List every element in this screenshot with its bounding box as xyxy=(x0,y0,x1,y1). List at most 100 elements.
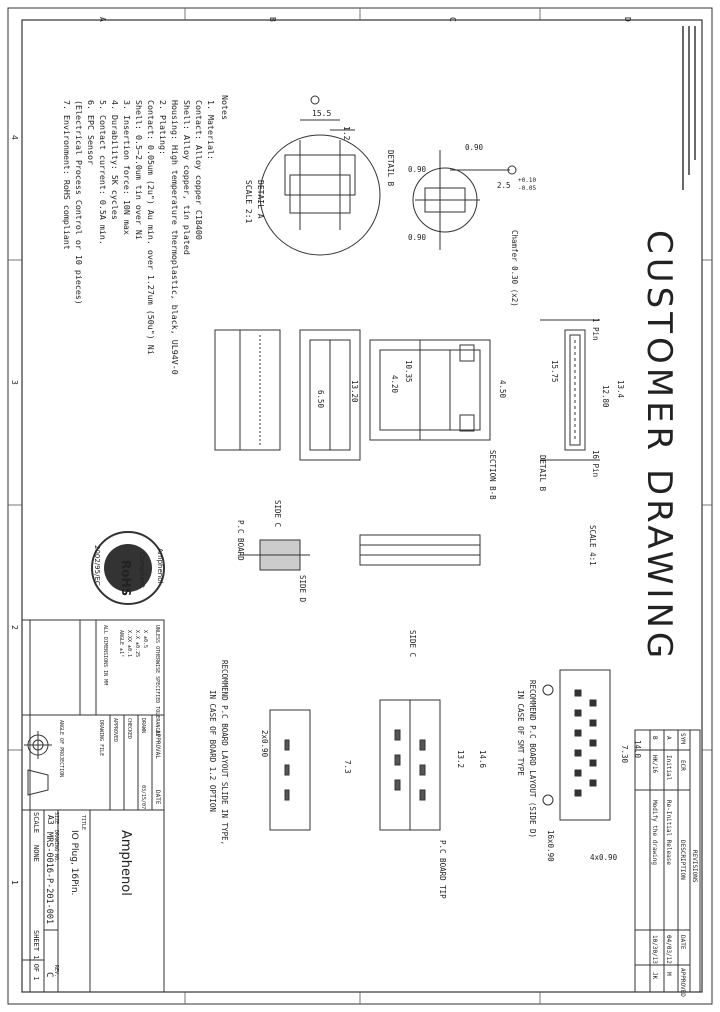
size-value: A3 xyxy=(46,815,55,825)
notes-heading: Notes xyxy=(220,95,230,120)
dim-14-0: 14.0 xyxy=(633,740,642,759)
pcb-board-label: P.C BOARD xyxy=(236,520,245,561)
detail-b-callout: DETAIL B xyxy=(538,455,547,492)
revisions-table xyxy=(634,729,701,993)
note-line-3: Shell: Alloy copper, tin plated xyxy=(182,100,192,255)
dim-2x0-90: 2x0.90 xyxy=(260,730,269,758)
rev-row1-sym: A xyxy=(665,736,672,740)
dim-15-75: 15.75 xyxy=(550,360,559,383)
detail-b-dim-d: 2.5 xyxy=(497,181,511,190)
pin-16-label: 16 Pin xyxy=(591,450,600,477)
notes-block: Notes 1. Material: Contact: Alloy copper… xyxy=(62,95,230,375)
recommend-slide-line2: IN CASE OF BOARD 1.2 OPTION xyxy=(208,690,217,812)
zone-number-3: 2 xyxy=(10,625,19,630)
sheet-value: SHEET 1 OF 1 xyxy=(32,930,40,981)
detail-a xyxy=(259,95,381,256)
detail-b-label-left: DETAIL B xyxy=(386,150,395,187)
rev-row2-sym: B xyxy=(651,736,658,740)
projection-label: ANGLE OF PROJECTION xyxy=(58,720,64,777)
tolerance-line-1: X ±0.5 xyxy=(142,630,148,648)
pcb-layout-smt xyxy=(542,669,611,821)
chamfer-note: Chamfer 0.30 (x2) xyxy=(510,230,519,307)
rev-col-date: DATE xyxy=(679,935,686,950)
rev-row1-appr: M xyxy=(665,972,672,976)
zone-number-4: 1 xyxy=(10,880,19,885)
scale-label: SCALE xyxy=(32,812,40,833)
dim-4-50: 4.50 xyxy=(498,380,507,399)
connector-side-view xyxy=(369,339,491,441)
pc-board-tip-label: P.C BOARD TIP xyxy=(438,840,447,899)
note-line-6: Contact: 0.05um (2u") Au min. over 1.27u… xyxy=(146,100,156,355)
detail-b-tol-plus: +0.10 xyxy=(518,177,536,184)
section-pcb-view xyxy=(240,534,481,571)
rev-col-approved: APPROVED xyxy=(679,968,686,997)
dim-10-35: 10.35 xyxy=(404,360,413,383)
customer-drawing-title: CUSTOMER DRAWING xyxy=(639,230,679,662)
title-block xyxy=(21,619,165,993)
drawn-date: 03/15/07 xyxy=(140,785,146,809)
connector-end-view xyxy=(214,329,361,461)
dim-7-3: 7.3 xyxy=(343,760,352,774)
zone-number-2: 3 xyxy=(10,380,19,385)
rev-row1-ecr: Initial xyxy=(665,755,672,781)
dwg-no-label: DRAWING NO. xyxy=(53,830,59,863)
rohs-top: Amphenol xyxy=(156,548,164,584)
tolerance-line-2: X.X ±0.25 xyxy=(134,630,140,657)
rev-row2-date: 10/30/13 xyxy=(651,935,658,964)
rev-row1-desc: Re-Initial Release xyxy=(665,800,672,865)
side-d-label: SIDE D xyxy=(298,575,307,603)
detail-a-label: DETAIL A xyxy=(256,180,265,219)
zone-letter-a-top: A xyxy=(98,17,107,22)
rev-row2-appr: JK xyxy=(651,972,658,980)
note-line-13: 7. Environment: RoHS compliant xyxy=(62,100,72,250)
connector-top-view xyxy=(540,319,600,461)
revisions-heading: REVISIONS xyxy=(691,850,698,883)
note-line-12: (Electrical Process Control or 10 pieces… xyxy=(74,100,84,305)
size-label: SIZE xyxy=(53,812,59,824)
checked-label: CHECKED xyxy=(126,718,132,739)
company-logo: Amphenol xyxy=(118,830,133,896)
zone-letter-d-top: D xyxy=(623,17,632,22)
rev-col-desc: DESCRIPTION xyxy=(679,840,686,880)
zone-letter-c-top: C xyxy=(448,17,457,22)
detail-b-dim-b: 0.90 xyxy=(408,233,427,242)
rohs-bottom: 2002/95/EC xyxy=(93,545,101,586)
note-line-7: Shell: 0.5~2.0um tin over Ni xyxy=(134,100,144,240)
side-c-top-label: SIDE C xyxy=(408,630,417,657)
note-line-10: 5. Contact current: 0.5A min. xyxy=(98,100,108,245)
dim-13-20: 13.20 xyxy=(350,380,359,403)
dim-4-20: 4.20 xyxy=(390,375,399,394)
rohs-badge: RoHS Compliant Amphenol 2002/95/EC xyxy=(91,531,165,605)
dim-4x0-90: 4x0.90 xyxy=(590,853,618,862)
dim-14-6: 14.6 xyxy=(478,750,487,769)
section-bb-label: SECTION B-B xyxy=(488,450,497,500)
dim-12-80: 12.80 xyxy=(601,385,610,408)
recommend-smt-line1: RECOMMEND P.C BOARD LAYOUT (SIDE D) xyxy=(528,680,537,838)
side-c-label: SIDE C xyxy=(273,500,282,527)
pcb-layout-slide-in xyxy=(269,699,441,831)
projection-symbol xyxy=(24,731,52,796)
tolerance-line-3: X.XX ±0.1 xyxy=(126,630,132,657)
pin-1-label: 1 Pin xyxy=(591,318,600,341)
tolerance-line-4: ANGLE ±1° xyxy=(118,630,124,657)
detail-b-dim-c: 0.90 xyxy=(465,143,484,152)
dwg-no-value: MRS-0016-P-201-001 xyxy=(44,832,54,924)
note-line-9: 4. Durability: 5K cycles xyxy=(110,100,120,220)
drawn-label: DRAWN xyxy=(140,718,146,733)
proprietary-note xyxy=(682,26,696,190)
zone-number-1: 4 xyxy=(10,135,19,140)
recommend-smt-line2: IN CASE OF SMT TYPE xyxy=(516,690,525,776)
drawing-file-label: DRAWING FILE xyxy=(98,720,104,756)
approved-label: APPROVED xyxy=(112,718,118,742)
zone-letter-b-top: B xyxy=(268,17,277,22)
rev-col-sym: SYM xyxy=(679,733,686,744)
title-label: TITLE xyxy=(80,815,86,830)
rev-row2-desc: Modify the drawing xyxy=(651,800,658,865)
recommend-slide-line1: RECOMMEND P.C BOARD LAYOUT SLIDE IN TYPE… xyxy=(220,660,229,845)
detail-b-tol-minus: -0.05 xyxy=(518,185,536,192)
rev-row1-date: 04/03/12 xyxy=(665,935,672,964)
note-line-8: 3. Insertion force: 10N max xyxy=(122,100,132,235)
detail-a-scale: SCALE 2:1 xyxy=(244,180,253,224)
dim-16x0-90: 16x0.90 xyxy=(546,830,555,862)
title-value: IO Plug, 16Pin. xyxy=(69,830,79,895)
